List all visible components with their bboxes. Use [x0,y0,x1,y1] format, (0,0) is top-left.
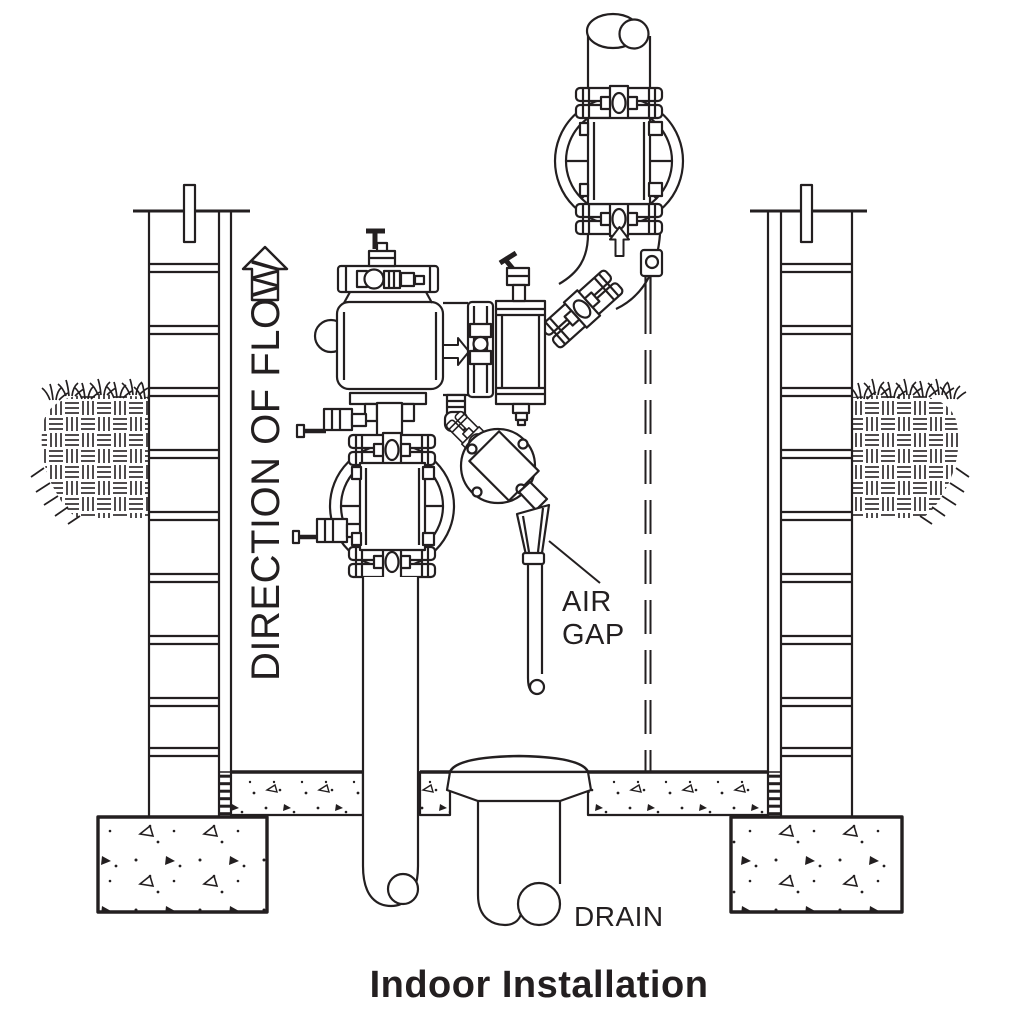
wall-base-hatch [218,771,232,818]
air-gap-label-line1: AIR [562,586,612,618]
pipe-opening-inner [618,18,650,50]
wall-base-hatch [767,771,782,818]
drain-collar [445,770,593,803]
relief-outlet [517,480,549,512]
shutoff-valve-body [358,461,427,552]
foundation-footing-left [96,815,269,914]
air-gap-funnel [515,503,551,566]
grooved-coupling [574,84,664,122]
foundation-footing-right [729,815,904,914]
pipe-end-opening [386,872,420,906]
direction-of-flow-label: DIRECTION OF FLOW [244,259,288,681]
relief-valve-assembly [443,393,601,696]
check-coupling-flange [466,300,495,399]
air-gap-leader-line [548,540,601,584]
drain-label: DRAIN [574,901,664,932]
valve-neck [375,401,404,439]
direction-of-flow-arrow [241,245,289,302]
block-wall-right [750,183,867,819]
test-cock-top-horizontal [355,268,426,290]
floor-slab [218,770,782,818]
supply-pipe [361,577,420,908]
riser-gate-valve-body [586,116,652,206]
pipe-elbow-inner [558,233,590,285]
first-check-body [335,300,445,391]
flow-right-arrow [442,337,470,366]
drain-plug [511,402,531,427]
test-cock-upper-left [295,407,368,439]
test-cock-top-vertical [366,228,397,268]
grade-grass-left [30,377,162,525]
test-cock-second-check [498,250,531,303]
shutoff-valve-assembly [291,401,456,581]
wall-anchor-tab [182,183,197,244]
diagram-title: Indoor Installation [370,964,709,1006]
flow-up-arrow [609,226,630,257]
backflow-preventer [313,228,547,427]
riser-assembly [537,12,685,352]
relief-drain-tube [526,564,546,696]
hatch-ticks [30,467,81,525]
brick-joints [149,262,219,758]
drain-pipe-opening [516,881,562,927]
discharge-centerline [558,233,664,772]
floor-drain [445,754,593,927]
hatch-ticks [919,467,970,525]
bracket-eye [644,254,660,270]
air-gap-label-line2: GAP [562,619,625,651]
drain-dome [448,754,590,774]
brick-joints [781,262,852,758]
grade-grass-right [848,377,970,525]
second-check-body [494,299,547,406]
wall-anchor-tab [799,183,814,244]
block-wall-left [133,183,250,819]
